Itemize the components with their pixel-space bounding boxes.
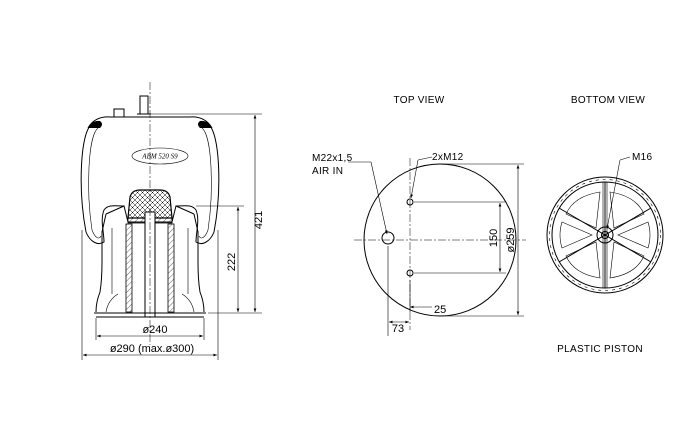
center-hub <box>596 226 614 244</box>
air-inlet-thread: M22x1,5 <box>312 153 353 164</box>
piston-outer-rim <box>546 176 664 294</box>
air-in-label: AIR IN <box>312 166 343 177</box>
dim-offset-73: 73 <box>392 323 404 335</box>
air-inlet-fitting <box>113 108 125 118</box>
dim-total-height: 421 <box>253 211 265 229</box>
piston-pockets <box>559 191 651 279</box>
model-stamp <box>131 147 189 165</box>
dim-bellow-diameter: ø290 (max.ø300) <box>110 343 194 355</box>
air-inlet-hole <box>381 231 395 245</box>
piston-material-label: PLASTIC PISTON <box>557 344 643 355</box>
stamp-text: ABM 520 S9 <box>141 153 178 161</box>
top-stud <box>139 95 149 115</box>
piston-ribs <box>558 182 652 288</box>
dim-plate-diameter: ø259 <box>505 227 517 252</box>
side-section-view: 421 222 ø240 ø290 (max.ø300) ABM 520 S9 <box>80 82 265 360</box>
stud-thread-label: 2xM12 <box>432 152 464 163</box>
bottom-view: BOTTOM VIEW M16 PLASTIC PISTO <box>546 95 664 355</box>
dim-piston-diameter: ø240 <box>142 324 167 336</box>
stud-hole-bottom <box>406 269 414 277</box>
dim-offset-25: 25 <box>434 304 446 316</box>
bellow-left-wall <box>80 123 125 245</box>
bottom-view-title: BOTTOM VIEW <box>571 95 645 106</box>
bottom-thread-label: M16 <box>632 152 652 163</box>
dim-stud-spacing: 150 <box>488 229 500 247</box>
stud-hole-top <box>406 198 414 206</box>
dim-piston-height: 222 <box>226 253 238 271</box>
top-view-title: TOP VIEW <box>394 95 445 106</box>
top-view: TOP VIEW M22x1,5 AIR IN 2xM12 150 ø259 2 <box>312 95 526 336</box>
bellow-right-wall <box>175 123 220 245</box>
